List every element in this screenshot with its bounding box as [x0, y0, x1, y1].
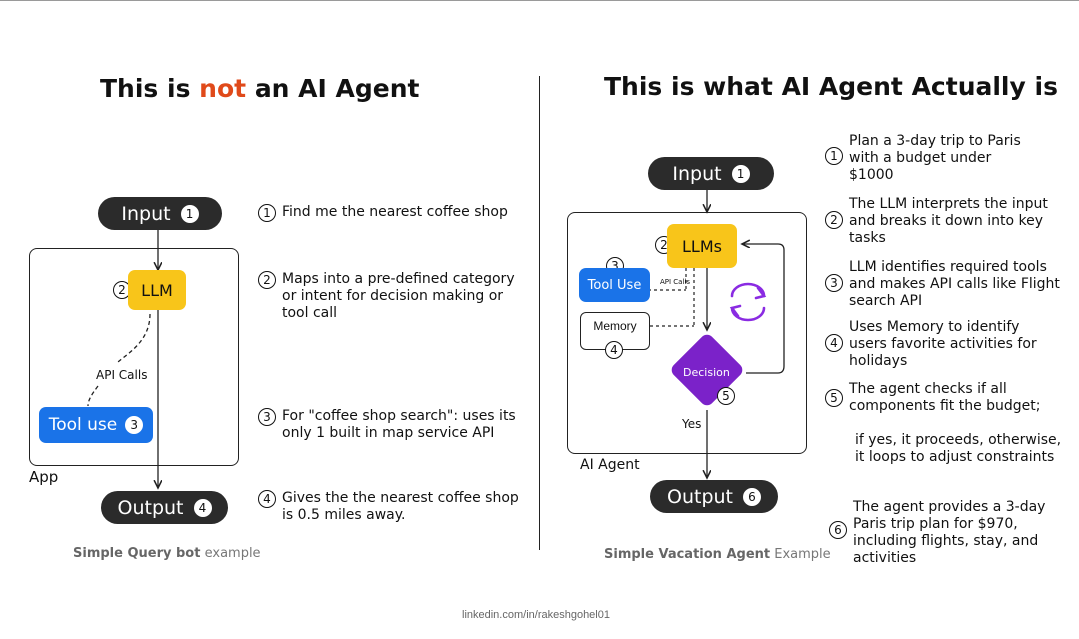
app-frame [29, 248, 239, 466]
step-badge-6: 6 [743, 487, 761, 506]
yes-label: Yes [682, 417, 702, 431]
step-badge-4: 4 [193, 498, 212, 517]
top-border [0, 0, 1079, 1]
right-memory-badge: 4 [605, 341, 623, 359]
credit-link[interactable]: linkedin.com/in/rakeshgohel01 [462, 609, 610, 621]
input-label: Input [121, 202, 171, 225]
right-decision-badge: 5 [717, 387, 735, 405]
ai-agent-label: AI Agent [580, 457, 640, 473]
decision-label: Decision [683, 366, 730, 379]
right-footer: Simple Vacation Agent Example [604, 547, 831, 562]
right-api-calls-label: API Calls [660, 278, 691, 286]
left-input-pill: Input 1 [98, 197, 222, 230]
right-loop-arrow [742, 244, 785, 374]
loop-refresh-icon [729, 282, 767, 322]
app-label: App [29, 468, 59, 486]
left-llm-box: LLM [128, 270, 186, 310]
title-highlight: not [199, 74, 247, 103]
left-footer: Simple Query bot example [73, 546, 261, 561]
step-badge-1: 1 [180, 204, 199, 223]
right-llms-box: LLMs [667, 224, 737, 268]
center-divider [539, 76, 540, 550]
step-badge-1: 1 [731, 164, 750, 183]
left-api-calls-label: API Calls [96, 368, 148, 382]
right-note-5b: if yes, it proceeds, otherwise, it loops… [855, 432, 1062, 465]
ai-agent-frame [567, 212, 807, 454]
left-title: This is not an AI Agent [100, 74, 420, 103]
right-title: This is what AI Agent Actually is [604, 72, 1058, 101]
left-api-dashed-bottom [87, 385, 99, 407]
step-badge-3: 3 [125, 416, 144, 434]
right-tool-use-box: Tool Use [579, 268, 650, 302]
